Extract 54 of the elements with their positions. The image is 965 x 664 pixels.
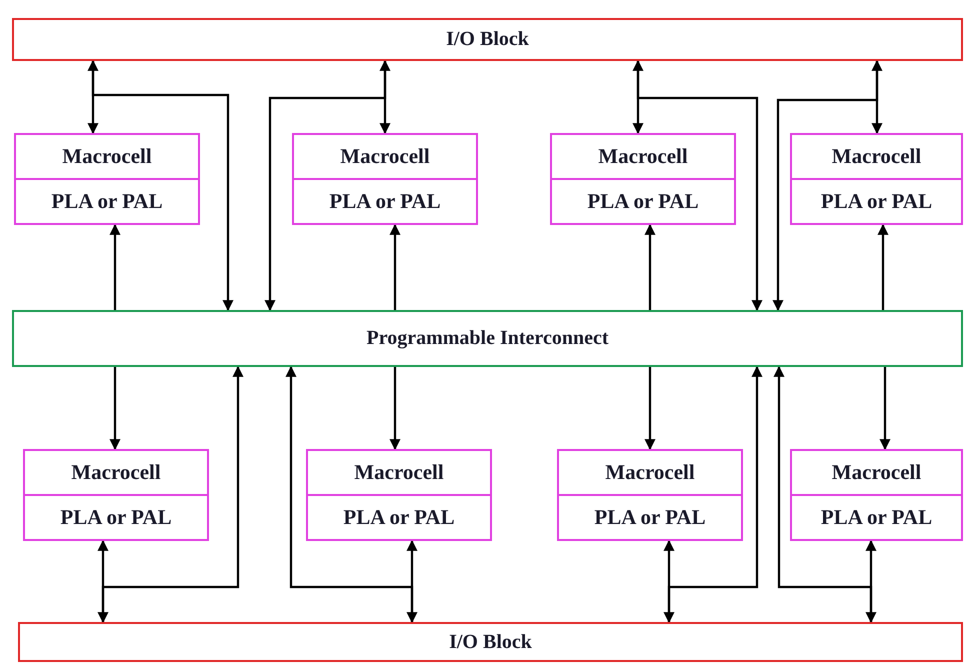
io-block-band [12, 18, 963, 61]
arrow [110, 224, 120, 310]
macrocell-label: Macrocell [70, 459, 162, 486]
macrocell-box [550, 133, 736, 225]
arrow [92, 61, 234, 312]
arrow [110, 367, 120, 450]
arrow [390, 367, 400, 450]
macrocell-box [790, 449, 963, 541]
logic-array-label: PLA or PAL [25, 494, 207, 539]
macrocell-label: Macrocell [597, 143, 689, 170]
macrocell-box [557, 449, 743, 541]
macrocell-box [306, 449, 492, 541]
logic-array-label: PLA or PAL [552, 178, 734, 223]
double-arrow [98, 540, 108, 624]
arrow [880, 367, 890, 450]
macrocell-label: Macrocell [604, 459, 696, 486]
macrocell-label: Macrocell [339, 143, 431, 170]
arrow [102, 366, 244, 622]
arrow [644, 367, 656, 450]
macrocell-box [14, 133, 200, 225]
logic-array-label: PLA or PAL [308, 494, 490, 539]
block-label: I/O Block [446, 28, 529, 51]
double-arrow [406, 540, 418, 624]
logic-array-label: PLA or PAL [559, 494, 741, 539]
double-arrow [632, 60, 644, 134]
logic-array-label: PLA or PAL [792, 494, 961, 539]
macrocell-box [292, 133, 478, 225]
double-arrow [872, 60, 882, 134]
logic-array-label: PLA or PAL [16, 178, 198, 223]
double-arrow [88, 60, 98, 134]
arrow [390, 224, 400, 310]
macrocell-label: Macrocell [61, 143, 153, 170]
double-arrow [664, 540, 674, 624]
macrocell-label: Macrocell [830, 143, 922, 170]
io-block-band [18, 622, 963, 662]
macrocell-label: Macrocell [353, 459, 445, 486]
arrow [774, 366, 872, 622]
macrocell-box [790, 133, 963, 225]
arrow [636, 61, 762, 312]
double-arrow [866, 540, 876, 624]
block-label: I/O Block [449, 630, 532, 654]
arrow [644, 224, 656, 310]
block-label: Programmable Interconnect [366, 327, 608, 350]
double-arrow [380, 60, 390, 134]
macrocell-label: Macrocell [830, 459, 922, 486]
arrow [668, 366, 762, 622]
arrow [772, 61, 878, 312]
arrow [878, 224, 888, 310]
logic-array-label: PLA or PAL [792, 178, 961, 223]
logic-array-label: PLA or PAL [294, 178, 476, 223]
arrow [264, 61, 386, 312]
macrocell-box [23, 449, 209, 541]
arrow [286, 366, 414, 622]
interconnect-band [12, 310, 963, 367]
